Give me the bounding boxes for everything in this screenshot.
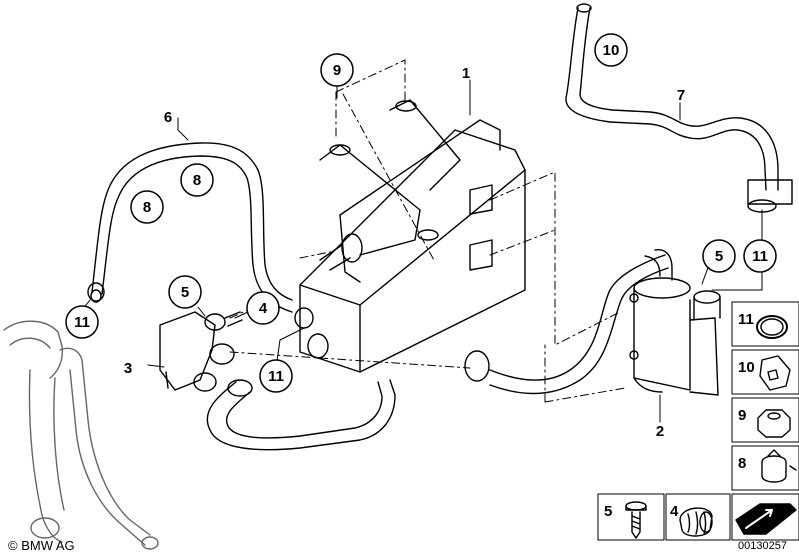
carbon-canister xyxy=(294,99,526,373)
callout-9[interactable]: 9 xyxy=(320,53,354,87)
callout-11-center[interactable]: 11 xyxy=(259,359,293,393)
clip-icon xyxy=(759,355,791,391)
svg-text:9: 9 xyxy=(333,62,341,79)
legend-number-8: 8 xyxy=(738,455,746,472)
label-1[interactable]: 1 xyxy=(462,65,470,82)
o-ring-inner xyxy=(760,318,784,336)
svg-text:11: 11 xyxy=(74,314,90,331)
copyright-text: © BMW AG xyxy=(8,538,75,553)
legend-number-5: 5 xyxy=(604,503,612,520)
o-ring-icon xyxy=(756,315,788,339)
callout-5-valve[interactable]: 5 xyxy=(168,275,202,309)
hose-clamp-icon xyxy=(761,449,797,483)
hose-7 xyxy=(565,3,793,213)
hose-to-filter xyxy=(464,254,669,395)
hose-6 xyxy=(87,142,293,313)
svg-text:5: 5 xyxy=(181,284,189,301)
svg-text:8: 8 xyxy=(143,199,151,216)
purge-valve xyxy=(159,311,243,392)
label-7[interactable]: 7 xyxy=(677,87,685,104)
lower-hose xyxy=(206,379,396,451)
svg-text:8: 8 xyxy=(193,172,201,189)
callout-4[interactable]: 4 xyxy=(246,291,280,325)
legend-number-9: 9 xyxy=(738,407,746,424)
callout-11-left[interactable]: 11 xyxy=(65,305,99,339)
callout-11-right[interactable]: 11 xyxy=(743,239,777,273)
dashed-lines xyxy=(229,59,626,403)
svg-text:5: 5 xyxy=(715,248,723,265)
callout-8-right[interactable]: 8 xyxy=(180,163,214,197)
svg-text:11: 11 xyxy=(268,368,284,385)
arrow-symbol-inner xyxy=(745,509,773,529)
svg-text:11: 11 xyxy=(752,248,768,265)
svg-text:4: 4 xyxy=(259,300,268,317)
legend-boxes xyxy=(597,301,799,541)
svg-text:10: 10 xyxy=(603,42,620,59)
nut-hole xyxy=(767,412,781,420)
label-2[interactable]: 2 xyxy=(656,423,664,440)
grommet-icon xyxy=(679,507,713,537)
label-6[interactable]: 6 xyxy=(164,109,172,126)
callout-8-left[interactable]: 8 xyxy=(130,190,164,224)
legend-number-10: 10 xyxy=(738,359,755,376)
callout-5-filter[interactable]: 5 xyxy=(702,239,736,273)
leader-lines xyxy=(81,79,763,423)
legend-number-11: 11 xyxy=(738,311,754,328)
arrow-symbol-icon xyxy=(735,503,797,535)
filler-neck xyxy=(3,320,159,550)
nut-icon xyxy=(757,409,791,438)
label-3[interactable]: 3 xyxy=(124,360,132,377)
diagram-reference-number: 00130257 xyxy=(738,540,787,552)
legend-number-4: 4 xyxy=(670,503,679,520)
screw-icon xyxy=(625,501,647,539)
callout-10[interactable]: 10 xyxy=(594,33,628,67)
fuel-filter xyxy=(629,249,721,396)
